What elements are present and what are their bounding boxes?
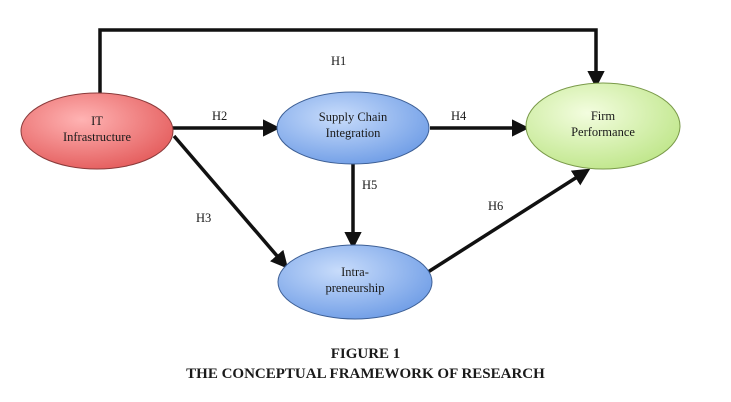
- arrow-h1: [98, 28, 605, 93]
- node-label: IT: [91, 114, 103, 128]
- arrow-h6: [427, 168, 591, 274]
- label-h5: H5: [362, 178, 377, 192]
- label-h1: H1: [331, 54, 346, 68]
- node-label: Integration: [326, 126, 382, 140]
- node-label: Firm: [591, 109, 616, 123]
- figure-number: FIGURE 1: [330, 346, 401, 362]
- label-h6: H6: [488, 199, 503, 213]
- label-h3: H3: [196, 211, 211, 225]
- node-label: Performance: [571, 125, 635, 139]
- node-supply-chain-integration: Supply Chain Integration: [276, 91, 430, 165]
- arrow-h3: [172, 134, 289, 269]
- node-label: Supply Chain: [319, 110, 388, 124]
- conceptual-framework-diagram: H1 H2 H3 H4 H5 H6 IT Infrastructure Supp…: [20, 28, 681, 320]
- arrows: [98, 28, 605, 274]
- figure-title: THE CONCEPTUAL FRAMEWORK OF RESEARCH: [186, 366, 545, 382]
- node-intrapreneurship: Intra- preneurship: [277, 244, 433, 320]
- node-firm-performance: Firm Performance: [525, 82, 681, 170]
- label-h2: H2: [212, 109, 227, 123]
- node-label: Intra-: [341, 265, 369, 279]
- node-label: preneurship: [325, 281, 384, 295]
- hypothesis-labels: H1 H2 H3 H4 H5 H6: [196, 54, 503, 225]
- label-h4: H4: [451, 109, 467, 123]
- node-it-infrastructure: IT Infrastructure: [20, 92, 174, 170]
- node-label: Infrastructure: [63, 130, 131, 144]
